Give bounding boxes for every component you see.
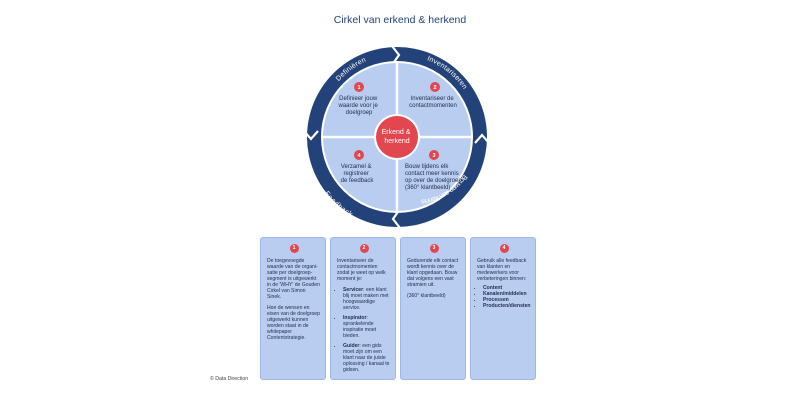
card-1-text-1: De toegevoegde waarde van de organi-sati… [267,258,320,300]
card-1: 1 De toegevoegde waarde van de organi-sa… [260,237,326,380]
card-2-badge: 2 [359,244,369,253]
list-item: Kanalen/middelen [483,291,531,297]
quadrant-3 [397,137,471,211]
quadrant-1-number: 1 [357,85,360,91]
list-item: Inspirator: sprankelende inspiratie moet… [343,315,391,339]
quadrant-4 [323,137,397,211]
list-item: Guider: een gids moet zijn om een klant … [343,343,391,373]
quadrant-2-badge [430,82,440,92]
quadrant-4-badge [354,150,364,160]
quadrant-4-text: Verzamel & registreer de feedback [341,164,375,184]
page-title: Cirkel van erkend & herkend [333,14,467,26]
center-circle [376,116,418,158]
list-item: Processen [483,297,531,303]
card-1-badge: 1 [289,244,299,253]
card-4: 4 Gebruik alle feedback van klanten en m… [470,237,536,380]
card-3-text-2: (360° klantbeeld) [407,293,446,299]
card-2: 2 Inventariseer de contactmomenten zodat… [330,237,396,380]
card-1-text-2: Hoe de wensen en eisen van de doelgroep … [267,305,320,341]
card-3-badge: 3 [429,244,439,253]
center-label: Erkend & herkend [382,129,413,145]
card-4-list: Content Kanalen/middelen Processen Produ… [477,285,531,309]
quadrant-3-number: 3 [432,153,435,159]
explanation-cards: 1 De toegevoegde waarde van de organi-sa… [260,237,536,380]
quadrant-3-badge [429,150,439,160]
quadrant-3-text: Bouw tijdens elk contact meer kennis op … [405,164,463,191]
quadrant-1-text: Definieer jouw waarde voor je doelgroep [337,96,379,116]
list-item: Servicer: een klant blij moet maken met … [343,287,391,311]
list-item: Producten/diensten [483,303,531,309]
quadrant-2-number: 2 [433,85,436,91]
quadrant-1-badge [354,82,364,92]
quadrant-1 [323,63,397,137]
list-item: Content [483,285,531,291]
card-4-text: Gebruik alle feedback van klanten en med… [477,258,527,282]
card-3: 3 Gedurende elk contact wordt kennis ove… [400,237,466,380]
card-4-badge: 4 [499,244,509,253]
quadrants [321,61,473,213]
card-2-list: Servicer: een klant blij moet maken met … [337,287,391,373]
card-3-text-1: Gedurende elk contact wordt kennis over … [407,258,459,288]
quadrant-2-text: Inventariseer de contactmomenten [409,96,457,109]
quadrant-2 [397,63,471,137]
quadrant-4-number: 4 [357,153,361,159]
copyright: © Data Direction [210,376,249,382]
card-2-intro: Inventariseer de contactmomenten zodat j… [337,258,386,282]
cycle-diagram: Definiëren Inventariseren Bouwen aan ken… [307,47,487,227]
